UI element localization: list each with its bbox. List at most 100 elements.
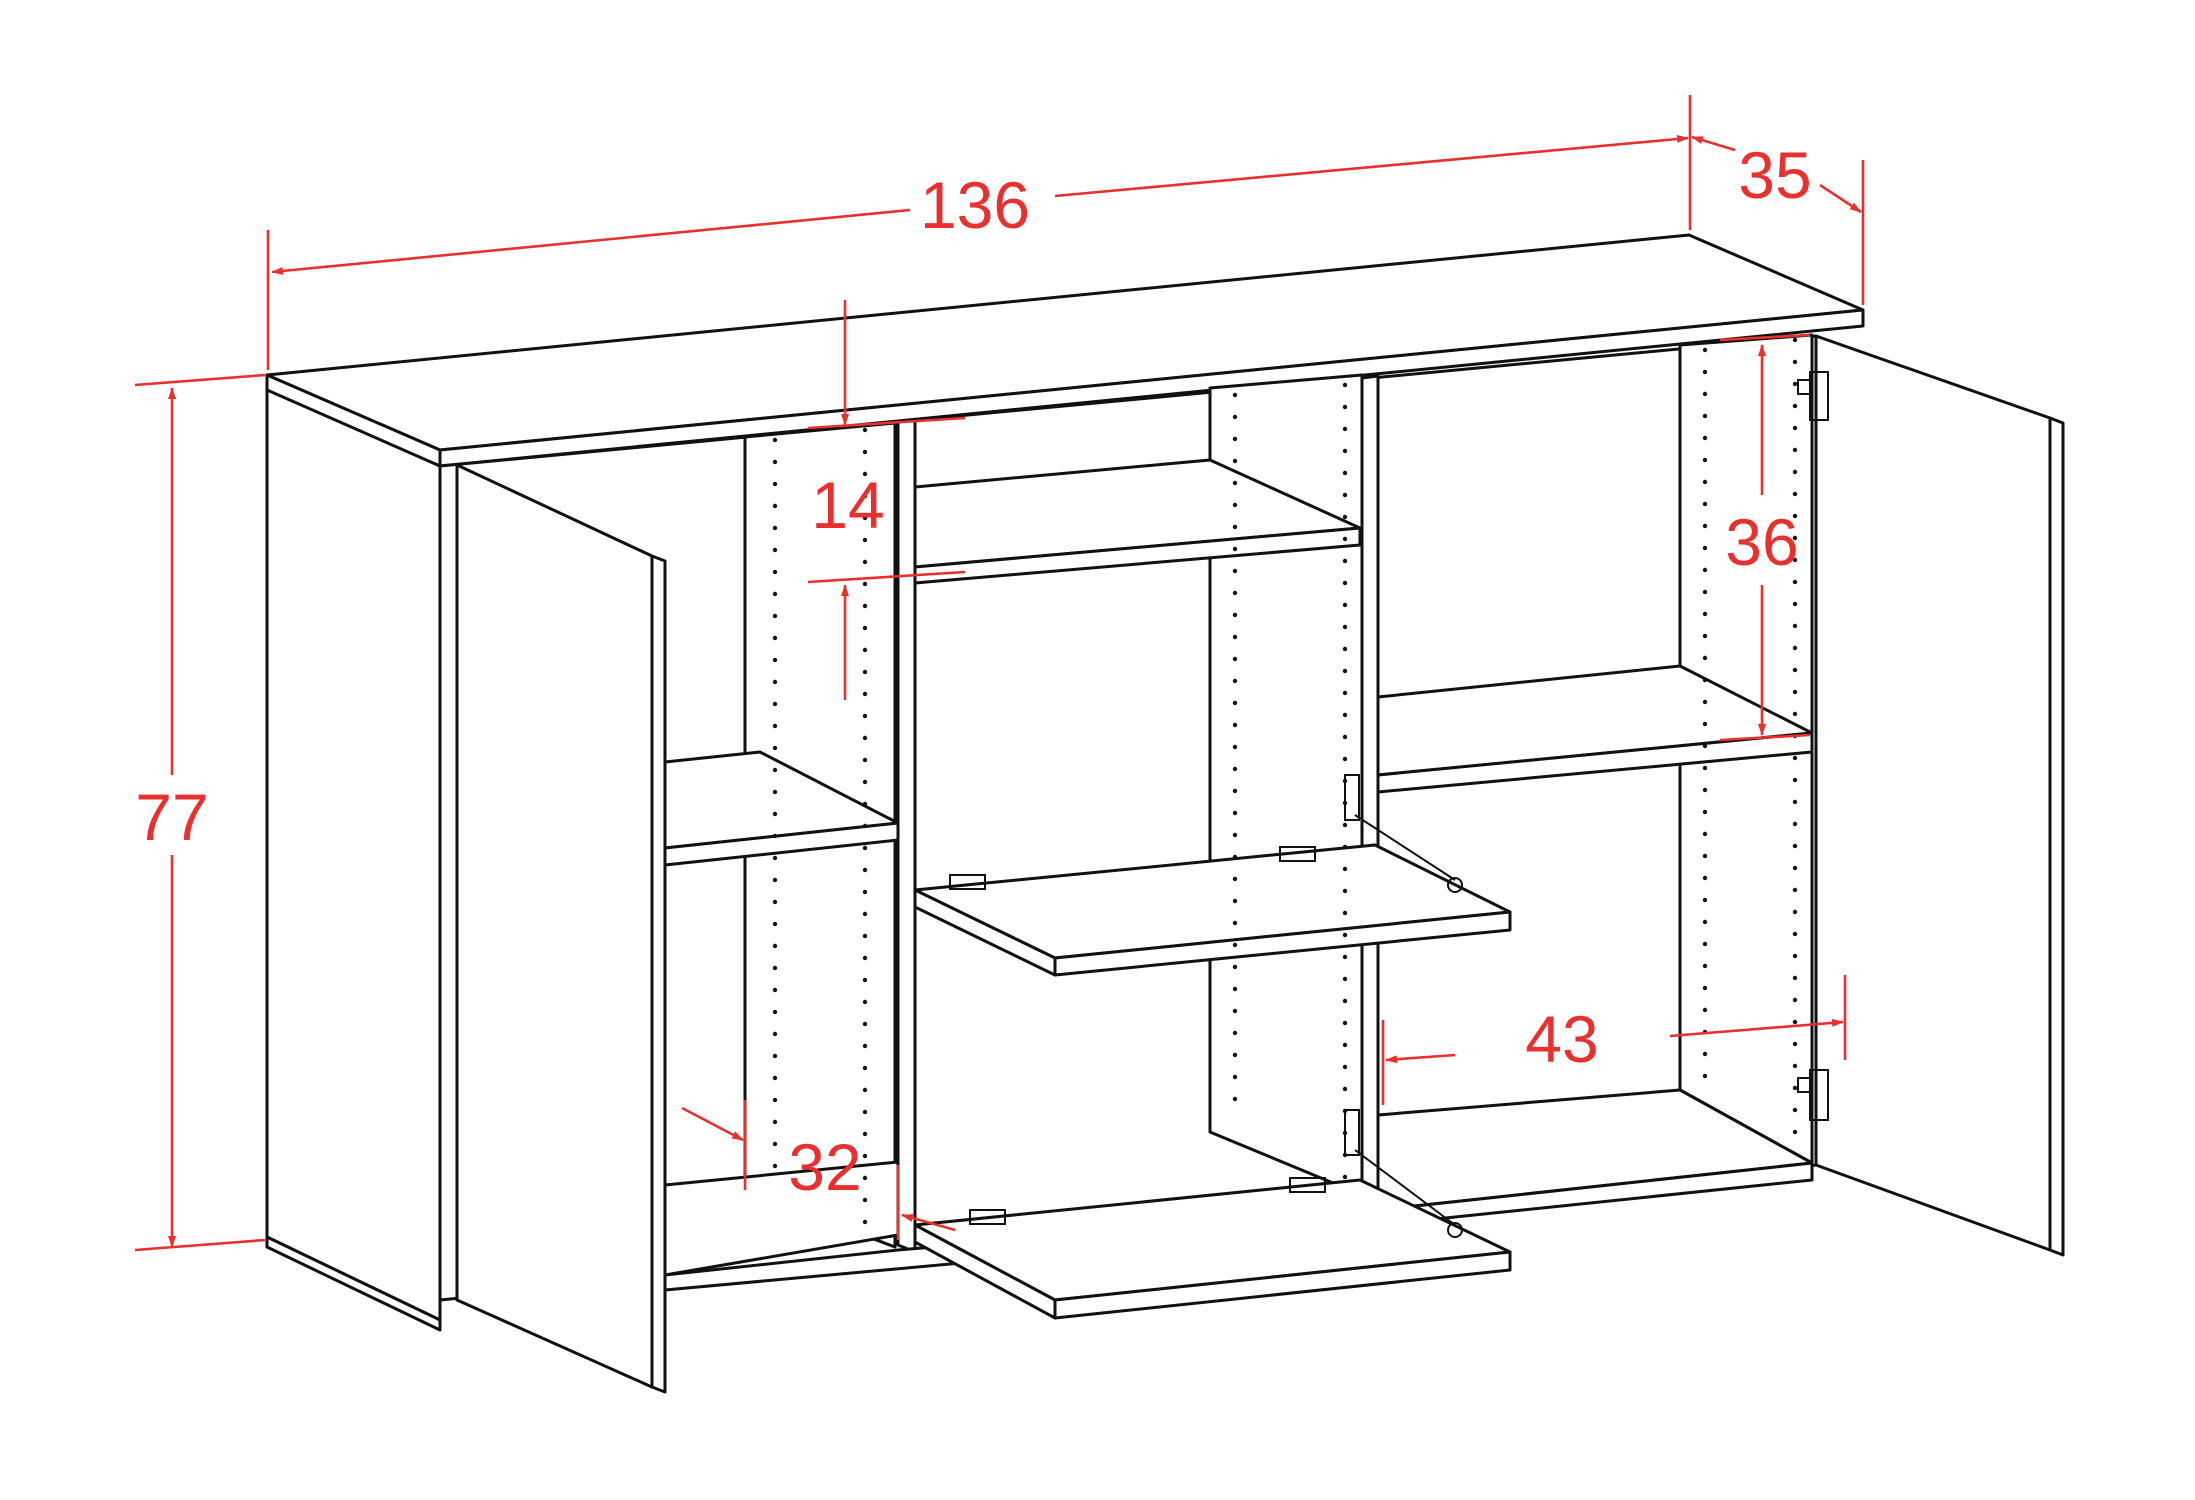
pin-hole [1702,501,1708,507]
width-label: 136 [920,168,1030,242]
left-side-panel [265,386,442,1322]
pin-hole [862,537,868,543]
pin-hole [1342,1108,1348,1114]
pin-hole [1792,1129,1798,1135]
pin-hole [1342,1174,1348,1180]
pin-hole [862,977,868,983]
pin-hole [1792,579,1798,585]
pin-hole [1792,601,1798,607]
left-side-bottom-edge [265,1235,442,1332]
pin-hole [1342,382,1348,388]
pin-hole [1342,888,1348,894]
pin-hole [1792,799,1798,805]
height-label: 77 [135,780,208,854]
pin-hole [772,547,778,553]
pin-hole [1792,337,1798,343]
pin-hole [772,437,778,443]
pin-hole [1702,809,1708,815]
pin-hole [862,735,868,741]
pin-hole [1702,875,1708,881]
pin-hole [1232,1008,1238,1014]
pin-hole [1232,546,1238,552]
pin-hole [1792,865,1798,871]
compartment-depth-dimension: 43 [1381,975,1847,1105]
pin-hole [1702,479,1708,485]
pin-hole [1702,677,1708,683]
pin-hole [1702,787,1708,793]
pin-hole [1342,1020,1348,1026]
pin-hole [1702,633,1708,639]
pin-hole [1342,910,1348,916]
pin-hole [772,965,778,971]
compartment-depth-label: 43 [1525,1002,1598,1076]
pin-hole [772,899,778,905]
pin-hole [772,1053,778,1059]
compartment-height-dimension: 36 [1719,333,1811,742]
pin-hole [862,1175,868,1181]
pin-hole [862,801,868,807]
inner-depth-dimension: 32 [681,1100,956,1240]
pin-hole [1342,580,1348,586]
pin-hole [1232,744,1238,750]
left-door-edge [650,554,667,1394]
pin-hole [1342,1152,1348,1158]
height-dimension: 77 [134,373,266,1252]
pin-hole [862,823,868,829]
pin-hole [1792,1063,1798,1069]
pin-hole [1792,1041,1798,1047]
pin-hole [862,1131,868,1137]
top-plate-right-edge [438,308,1865,468]
right-compartment-shelf-edge [1376,731,1814,794]
pin-hole [1232,700,1238,706]
pin-hole [1792,513,1798,519]
pin-hole [1792,1019,1798,1025]
pin-hole [1342,932,1348,938]
pin-hole [1342,470,1348,476]
pin-hole [1792,403,1798,409]
pin-hole [1342,536,1348,542]
pin-hole [1342,844,1348,850]
pin-hole [1792,689,1798,695]
pin-hole [1702,1007,1708,1013]
pin-hole [1702,765,1708,771]
pin-hole [1232,590,1238,596]
sideboard-cabinet [265,233,2065,1394]
middle-left-divider [896,418,917,1254]
pin-hole [1792,469,1798,475]
pin-hole [1792,381,1798,387]
lower-drop-flap-front [1053,1250,1512,1320]
pin-hole [1792,1107,1798,1113]
pin-hole [1792,491,1798,497]
pin-hole [1792,359,1798,365]
pin-hole [772,833,778,839]
pin-hole [1792,425,1798,431]
pin-hole [862,493,868,499]
pin-hole [1702,567,1708,573]
pin-hole [772,1163,778,1169]
pin-hole [1702,391,1708,397]
pin-hole [862,1021,868,1027]
pin-hole [772,921,778,927]
pin-hole [772,1141,778,1147]
pin-hole [772,723,778,729]
pin-hole [862,779,868,785]
pin-hole [1792,953,1798,959]
pin-hole [1702,853,1708,859]
pin-hole [862,427,868,433]
inner-depth-label: 32 [788,1130,861,1204]
pin-hole [772,745,778,751]
pin-hole [1232,920,1238,926]
pin-hole [862,515,868,521]
pin-hole [1792,711,1798,717]
pin-hole [1342,1086,1348,1092]
pin-hole [772,613,778,619]
pin-hole [1342,558,1348,564]
pin-hole [862,559,868,565]
pin-hole [862,471,868,477]
pin-hole [862,1153,868,1159]
pin-hole [772,1097,778,1103]
pin-hole [862,691,868,697]
pin-hole [1342,1042,1348,1048]
pin-hole [1342,602,1348,608]
pin-hole [1342,404,1348,410]
